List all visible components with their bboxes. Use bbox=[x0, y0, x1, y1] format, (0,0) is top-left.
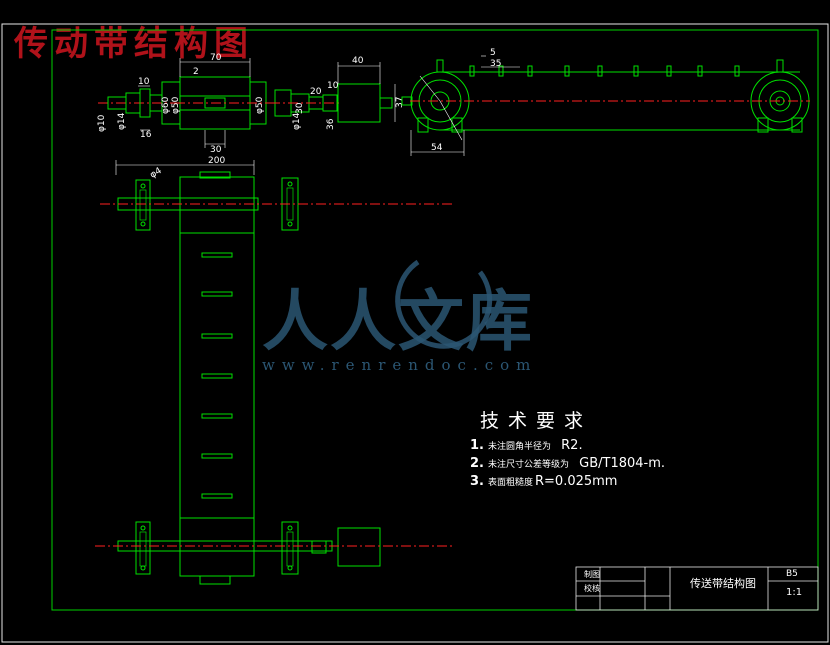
bearing-seat-side-view bbox=[270, 89, 340, 117]
tech-requirements-title: 技术要求 bbox=[480, 410, 593, 432]
dim-35: 35 bbox=[490, 59, 501, 69]
dim-30-seat: 30 bbox=[295, 102, 305, 114]
cleat-row-top bbox=[469, 65, 740, 77]
dim-20: 20 bbox=[310, 87, 322, 97]
dim-30: 30 bbox=[210, 145, 222, 155]
watermark-emblem bbox=[395, 259, 493, 349]
roller-side-view bbox=[98, 76, 272, 130]
dim-36: 36 bbox=[326, 118, 336, 130]
belt-cleats bbox=[201, 252, 233, 499]
conveyor-top-view bbox=[117, 171, 381, 585]
dim-200: 200 bbox=[208, 156, 225, 166]
dim-2: 2 bbox=[193, 67, 199, 77]
dim-10: 10 bbox=[138, 77, 150, 87]
drawing-header-title: 传动带结构图 bbox=[14, 24, 254, 64]
sheet-outer-border bbox=[1, 23, 829, 643]
tech-requirement-1: 1.未注圆角半径为 R2. bbox=[470, 438, 583, 453]
dim-54: 54 bbox=[431, 143, 443, 153]
dim-5: 5 bbox=[490, 48, 496, 58]
title-block bbox=[575, 566, 819, 611]
dim-10-seat: 10 bbox=[327, 81, 339, 91]
dim-phi14: φ14 bbox=[117, 112, 127, 130]
dim-37: 37 bbox=[395, 97, 405, 108]
dim-phi50-flange: φ50 bbox=[255, 96, 265, 114]
title-block-drafter-label: 制图 bbox=[584, 570, 600, 579]
dim-40: 40 bbox=[352, 56, 364, 66]
watermark-text: 人人文库 bbox=[262, 282, 534, 360]
dim-phi50-roller: φ50 bbox=[171, 96, 181, 114]
dim-phi14-seat: φ14 bbox=[292, 112, 302, 130]
conveyor-front-view bbox=[401, 59, 810, 133]
sheet-inner-border bbox=[51, 29, 819, 611]
dim-phi4: φ4 bbox=[149, 166, 164, 181]
dimension-lines-top-left bbox=[115, 58, 396, 175]
motor-side-view bbox=[337, 83, 393, 123]
dim-phi60: φ60 bbox=[161, 96, 171, 114]
title-block-scale: 1:1 bbox=[786, 587, 803, 598]
tech-requirement-2: 2.未注尺寸公差等级为 GB/T1804-m. bbox=[470, 456, 666, 471]
dimension-lines-front-view bbox=[410, 55, 520, 156]
title-block-size: B5 bbox=[786, 569, 798, 579]
dim-16: 16 bbox=[140, 130, 152, 140]
dim-70: 70 bbox=[210, 53, 222, 63]
title-block-checker-label: 校核 bbox=[584, 584, 600, 593]
dim-phi10: φ10 bbox=[97, 114, 107, 132]
title-block-drawing-name: 传送带结构图 bbox=[690, 577, 756, 590]
watermark-url: www.renrendoc.com bbox=[262, 356, 538, 374]
